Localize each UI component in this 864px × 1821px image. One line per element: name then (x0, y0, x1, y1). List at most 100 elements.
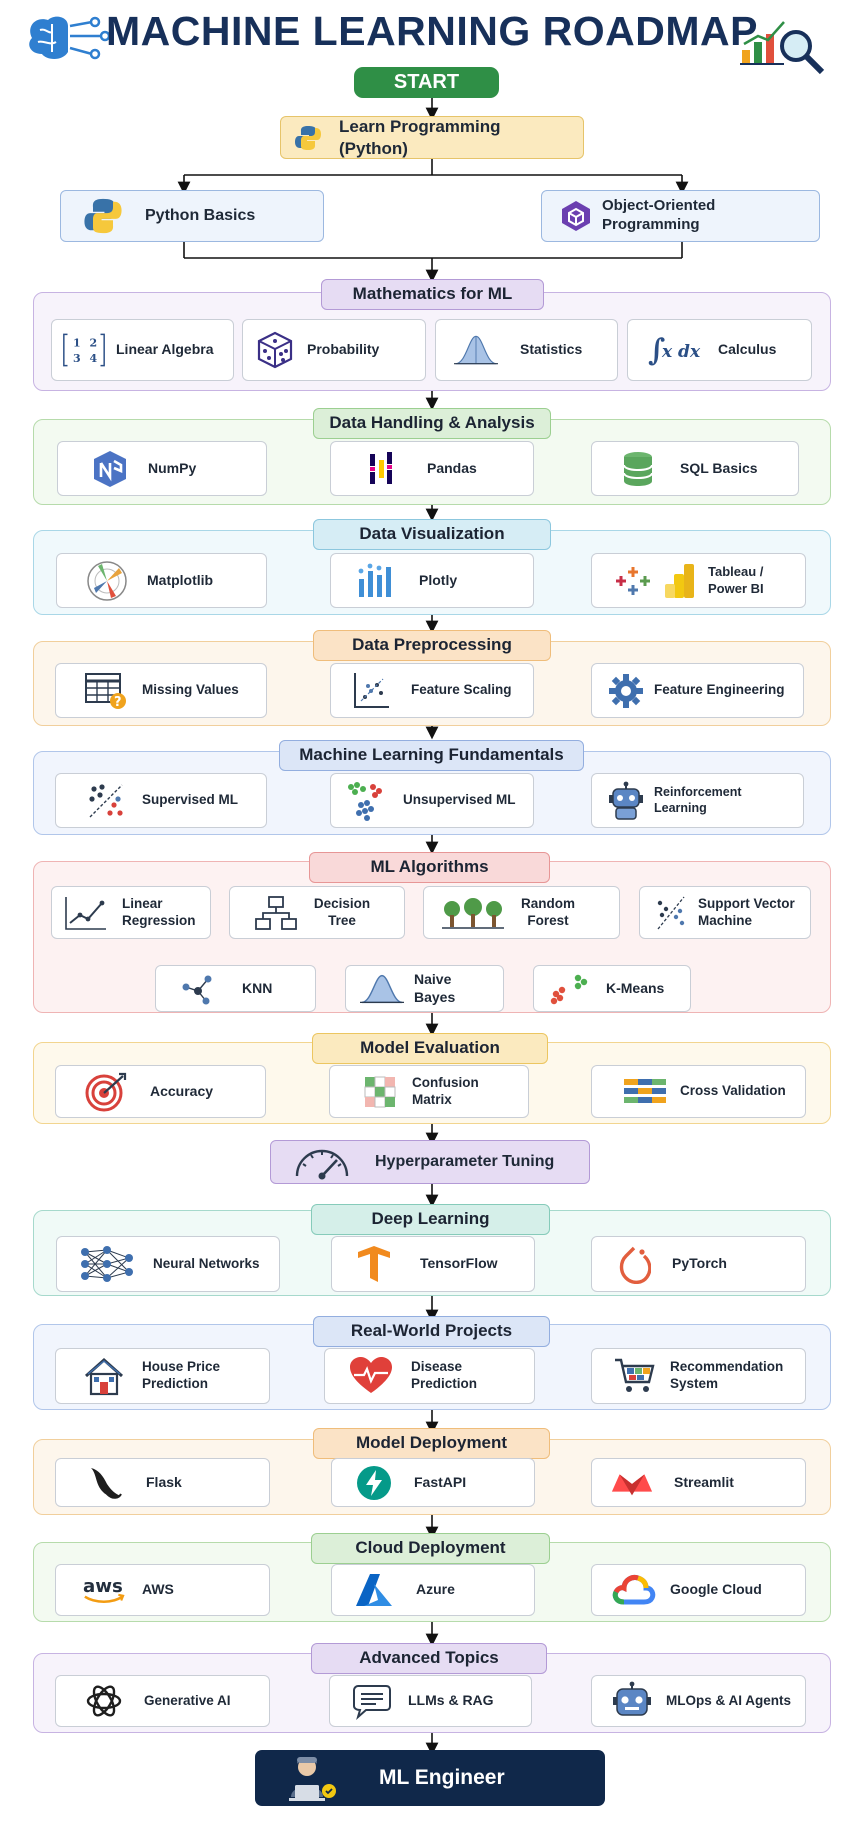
house-icon (82, 1354, 126, 1398)
knn-icon (176, 967, 220, 1011)
disease-prediction-label: Disease Prediction (411, 1359, 478, 1391)
tableau-powerbi-label: Tableau / Power BI (708, 564, 764, 596)
fastapi-label: FastAPI (414, 1473, 467, 1490)
gauge-icon (293, 1142, 351, 1182)
llms-rag-node: LLMs & RAG (329, 1675, 532, 1727)
kmeans-node: K-Means (533, 965, 691, 1012)
bell-curve-icon (360, 967, 404, 1011)
feature-engineering-node: Feature Engineering (591, 663, 804, 718)
supervised-ml-node: Supervised ML (55, 773, 267, 828)
svg-text:1: 1 (73, 336, 81, 349)
plotly-icon (353, 559, 397, 603)
decision-tree-node: Decision Tree (229, 886, 405, 939)
gear-icon (604, 669, 648, 713)
ml-engineer-box: ML Engineer (255, 1750, 605, 1806)
trend-line-icon (64, 891, 108, 935)
kmeans-label: K-Means (606, 979, 665, 996)
google-cloud-label: Google Cloud (670, 1581, 762, 1598)
page-title: MACHINE LEARNING ROADMAP (105, 8, 759, 54)
brain-circuit-icon (22, 12, 112, 64)
unsupervised-ml-node: Unsupervised ML (330, 773, 534, 828)
forest-icon (442, 891, 504, 935)
fastapi-node: FastAPI (331, 1458, 535, 1507)
recommendation-label: Recommendation System (670, 1359, 784, 1391)
google-cloud-icon (612, 1568, 656, 1612)
tensorflow-icon (352, 1242, 396, 1286)
aws-icon: aws (82, 1568, 126, 1612)
oop-node: Object-Oriented Programming (541, 190, 820, 242)
numpy-icon (88, 447, 132, 491)
svg-text:4: 4 (90, 352, 98, 365)
missing-values-label: Missing Values (142, 682, 239, 698)
fastapi-icon (352, 1461, 396, 1505)
linear-regression-label: Linear Regression (122, 895, 196, 928)
openai-icon (82, 1679, 126, 1723)
plotly-node: Plotly (330, 553, 534, 608)
sql-basics-label: SQL Basics (680, 459, 758, 476)
sql-basics-node: SQL Basics (591, 441, 799, 496)
deep-learning-header: Deep Learning (311, 1204, 550, 1235)
house-price-label: House Price Prediction (142, 1359, 221, 1391)
llms-rag-label: LLMs & RAG (408, 1692, 494, 1709)
ml-engineer-label: ML Engineer (379, 1766, 505, 1789)
svg-text:3: 3 (73, 352, 81, 365)
pytorch-label: PyTorch (672, 1255, 727, 1272)
visualization-header: Data Visualization (313, 519, 551, 550)
azure-icon (352, 1568, 396, 1612)
svg-text:?: ? (114, 695, 122, 710)
cross-validation-label: Cross Validation (680, 1083, 786, 1099)
ai-agent-robot-icon (610, 1679, 654, 1723)
svg-text:aws: aws (83, 1576, 123, 1597)
feature-scaling-node: Feature Scaling (330, 663, 534, 718)
algorithms-header: ML Algorithms (309, 852, 550, 883)
python-basics-label: Python Basics (145, 207, 256, 224)
accuracy-node: Accuracy (55, 1065, 266, 1118)
calculus-node: ∫x dx Calculus (627, 319, 812, 381)
pandas-node: Pandas (330, 441, 534, 496)
dice-icon (253, 328, 297, 372)
power-bi-icon (660, 559, 700, 603)
tensorflow-node: TensorFlow (331, 1236, 535, 1292)
neural-networks-node: Neural Networks (56, 1236, 280, 1292)
robot-icon (604, 779, 648, 823)
svg-text:2: 2 (90, 336, 98, 349)
matplotlib-node: Matplotlib (56, 553, 267, 608)
heartbeat-icon (349, 1354, 393, 1398)
streamlit-icon (610, 1461, 654, 1505)
generative-ai-node: Generative AI (55, 1675, 270, 1727)
accuracy-label: Accuracy (150, 1082, 214, 1099)
cluster-icon (343, 779, 387, 823)
evaluation-header: Model Evaluation (312, 1033, 548, 1064)
generative-ai-label: Generative AI (144, 1692, 231, 1708)
svm-scatter-icon (654, 891, 688, 935)
azure-node: Azure (331, 1564, 535, 1616)
bell-curve-icon (454, 328, 498, 372)
confusion-matrix-node: Confusion Matrix (329, 1065, 529, 1118)
cube-icon (558, 198, 594, 234)
feature-scaling-label: Feature Scaling (411, 682, 512, 698)
python-basics-node: Python Basics (60, 190, 324, 242)
unsupervised-ml-label: Unsupervised ML (403, 792, 516, 808)
matrix-grid-icon (358, 1070, 402, 1114)
azure-label: Azure (416, 1581, 455, 1598)
chart-magnifier-icon (738, 16, 828, 76)
streamlit-label: Streamlit (674, 1473, 734, 1490)
chat-document-icon (350, 1679, 394, 1723)
random-forest-node: Random Forest (423, 886, 620, 939)
calculus-label: Calculus (718, 341, 777, 358)
start-pill: START (354, 67, 499, 98)
neural-network-icon (79, 1242, 135, 1286)
house-price-node: House Price Prediction (55, 1348, 270, 1404)
reinforcement-learning-label: Reinforcement Learning (654, 784, 742, 815)
tableau-powerbi-node: Tableau / Power BI (591, 553, 806, 608)
linear-algebra-label: Linear Algebra (116, 341, 214, 358)
flask-icon (82, 1461, 126, 1505)
hyperparameter-label: Hyperparameter Tuning (375, 1153, 555, 1170)
tensorflow-label: TensorFlow (420, 1255, 498, 1272)
statistics-node: Statistics (435, 319, 618, 381)
python-icon (291, 121, 325, 155)
advanced-header: Advanced Topics (311, 1643, 547, 1674)
python-icon (83, 196, 123, 236)
target-icon (84, 1070, 128, 1114)
